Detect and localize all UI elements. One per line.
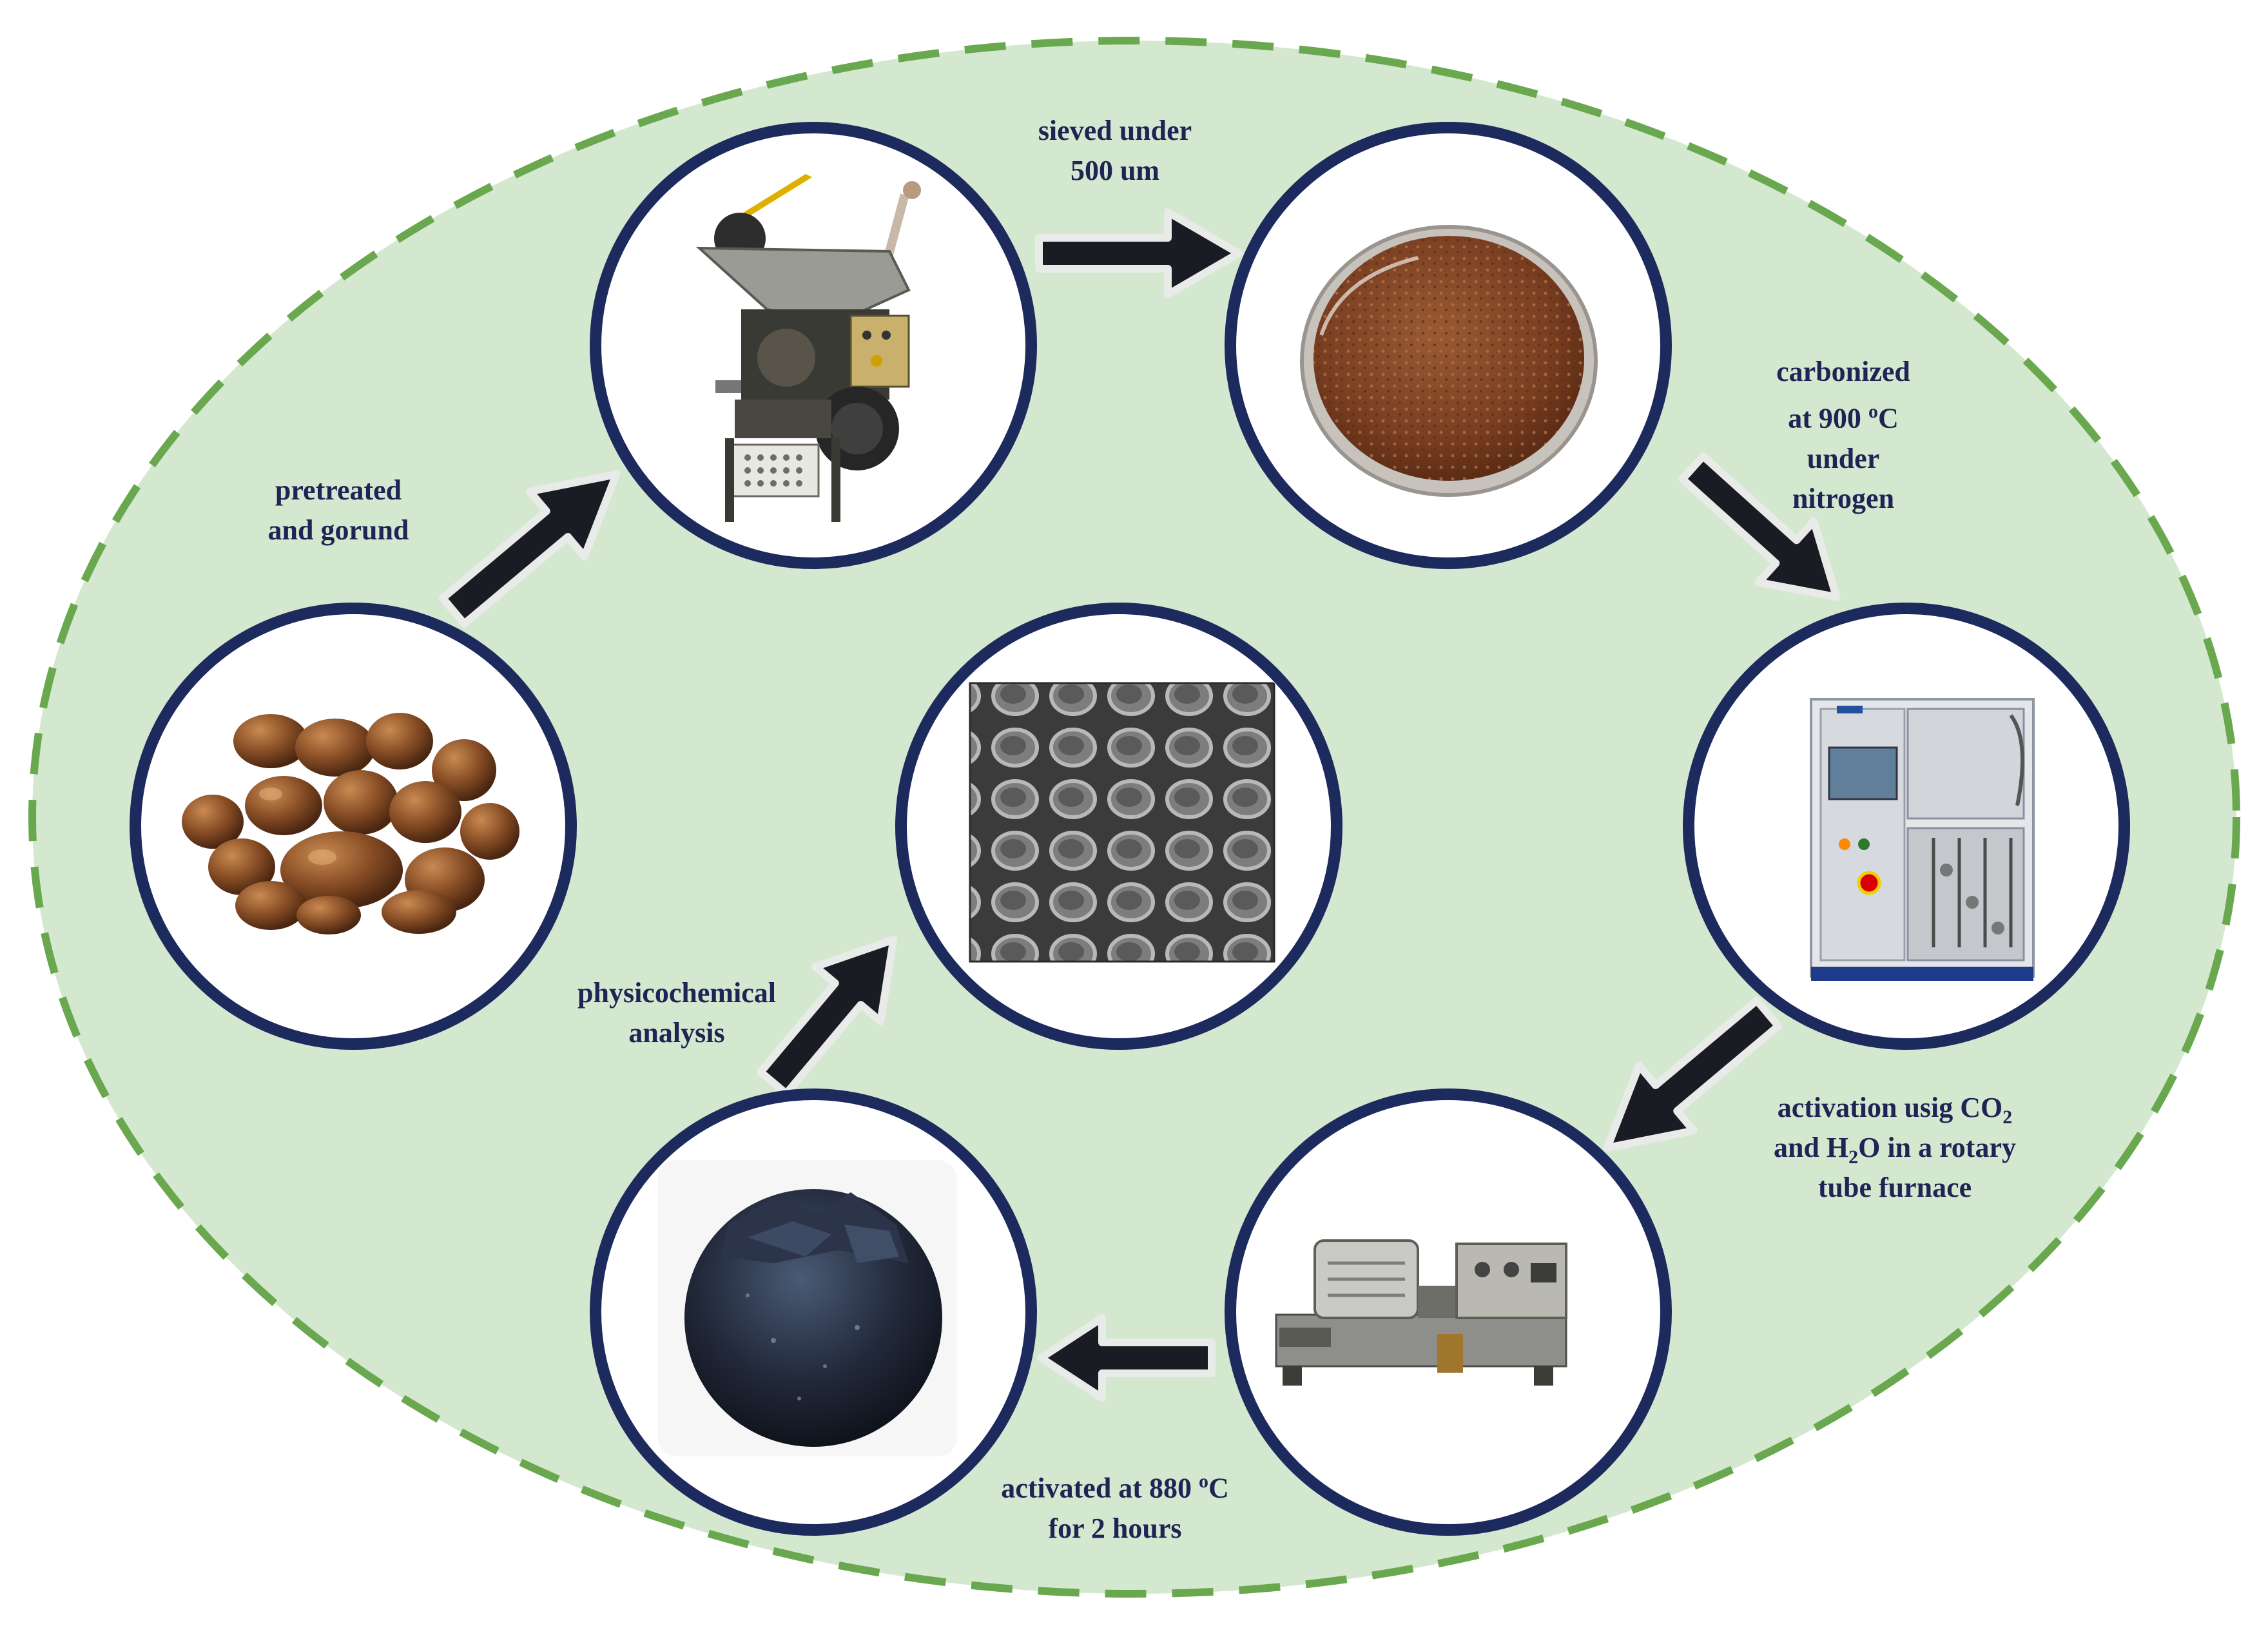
circle-rotary-furnace bbox=[1225, 1088, 1672, 1536]
label-pretreated: pretreated and gorund bbox=[267, 474, 409, 546]
arrow-powder-to-tube-unit bbox=[1678, 452, 1841, 601]
grinder-machine-photo bbox=[695, 174, 921, 522]
arrow-tube-unit-to-rotary bbox=[1603, 996, 1783, 1152]
arrow-grinder-to-powder bbox=[1035, 208, 1243, 298]
circle-sem bbox=[895, 603, 1342, 1050]
sem-micrograph-image bbox=[969, 682, 1275, 963]
circle-tube-unit bbox=[1683, 603, 2130, 1050]
label-carbonized: carbonized at 900 oC under nitrogen bbox=[1776, 356, 1910, 514]
circle-powder bbox=[1225, 122, 1672, 569]
powder-petri-dish-photo bbox=[1300, 225, 1598, 497]
circle-activated-carbon bbox=[590, 1088, 1037, 1536]
circle-shea-nuts bbox=[130, 603, 577, 1050]
activated-carbon-photo bbox=[657, 1160, 957, 1456]
label-analysis: physicochemical analysis bbox=[577, 977, 776, 1049]
arrow-carbon-to-sem bbox=[757, 936, 898, 1098]
label-activation: activation usig CO2 and H2O in a rotary … bbox=[1773, 1092, 2016, 1203]
label-sieved: sieved under 500 um bbox=[1038, 115, 1192, 186]
tube-furnace-unit-photo bbox=[1810, 698, 2035, 981]
label-activated: activated at 880 oC for 2 hours bbox=[1001, 1471, 1229, 1544]
circle-grinder bbox=[590, 122, 1037, 569]
arrow-nuts-to-grinder bbox=[438, 470, 621, 628]
shea-nuts-photo bbox=[182, 713, 519, 934]
rotary-tube-furnace-photo bbox=[1275, 1239, 1567, 1386]
arrow-rotary-to-carbon bbox=[1037, 1314, 1216, 1402]
